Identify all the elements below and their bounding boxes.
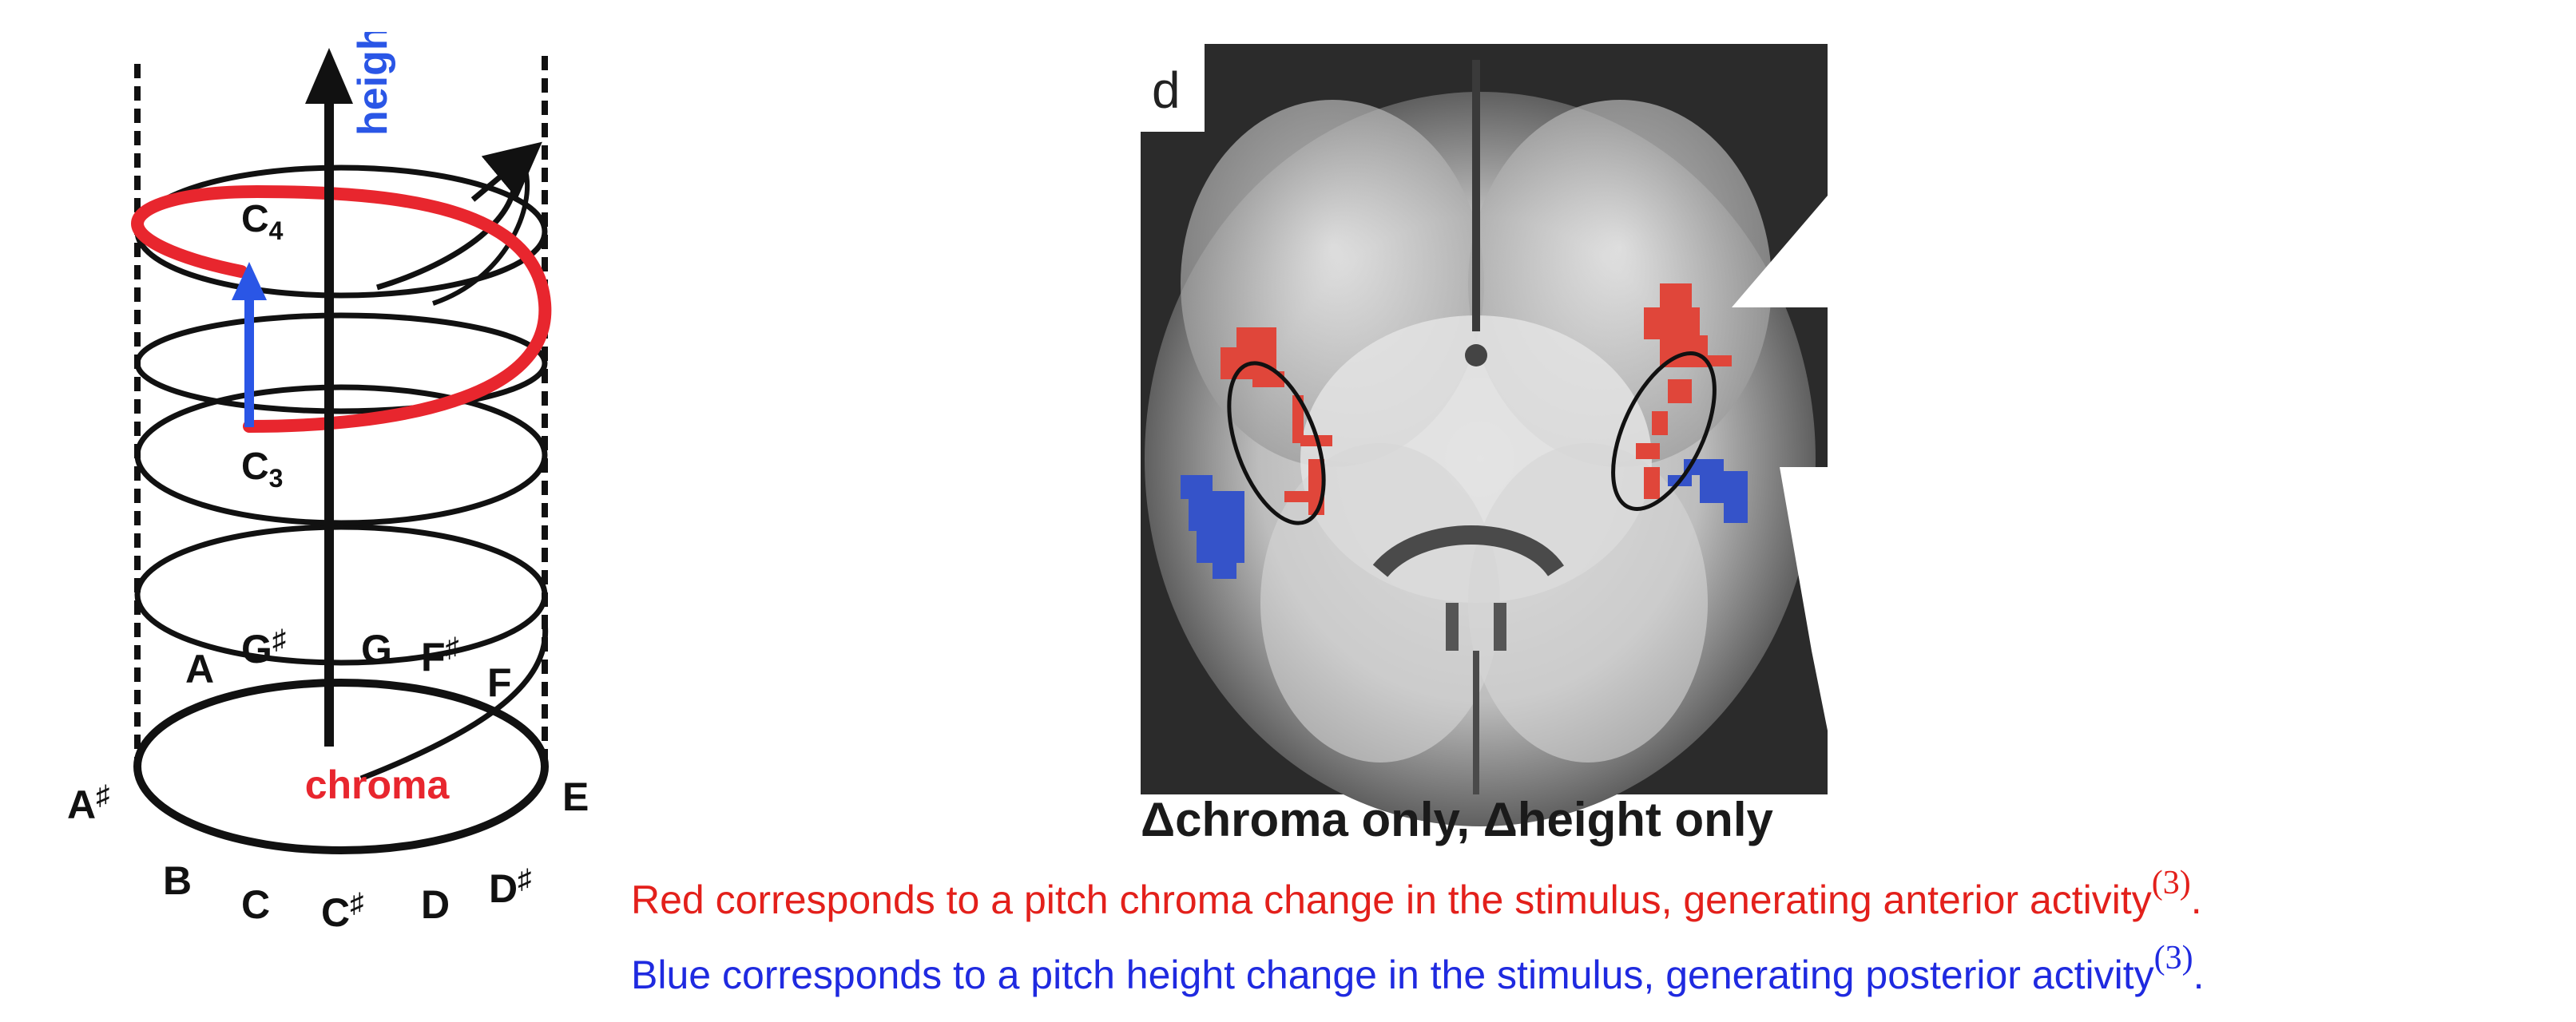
note-f: F [487, 660, 512, 705]
note-d: D [421, 882, 450, 927]
blue-explanation-end: . [2193, 953, 2205, 997]
blue-explanation: Blue corresponds to a pitch height chang… [631, 952, 2205, 998]
height-axis-arrowhead [305, 48, 353, 104]
red-citation: (3) [2152, 865, 2191, 901]
blue-explanation-text: Blue corresponds to a pitch height chang… [631, 953, 2154, 997]
chroma-label: chroma [305, 763, 451, 807]
height-label: height [350, 32, 396, 136]
note-d-sharp: D♯ [489, 864, 531, 911]
chroma-loop [137, 192, 545, 426]
blue-citation: (3) [2154, 940, 2193, 976]
note-e: E [562, 774, 589, 819]
red-explanation-end: . [2191, 877, 2202, 922]
note-b: B [163, 858, 192, 903]
red-explanation: Red corresponds to a pitch chroma change… [631, 877, 2202, 923]
red-explanation-text: Red corresponds to a pitch chroma change… [631, 877, 2152, 922]
brain-scan-image: d [1141, 44, 1844, 854]
note-f-sharp: F♯ [421, 632, 459, 679]
note-g: G [361, 627, 392, 671]
note-c: C [241, 882, 270, 927]
note-a: A [185, 647, 214, 691]
brain-caption: Δchroma only, Δheight only [1141, 792, 1860, 847]
note-c-sharp: C♯ [321, 888, 363, 935]
pitch-helix-diagram: height C4 C3 chroma A G♯ G F♯ F E D♯ D C… [58, 32, 617, 942]
panel-label-d: d [1152, 61, 1181, 119]
note-a-sharp: A♯ [67, 780, 109, 827]
note-c4-label: C4 [241, 198, 284, 245]
note-g-sharp: G♯ [241, 624, 286, 671]
note-c3-label: C3 [241, 446, 283, 493]
